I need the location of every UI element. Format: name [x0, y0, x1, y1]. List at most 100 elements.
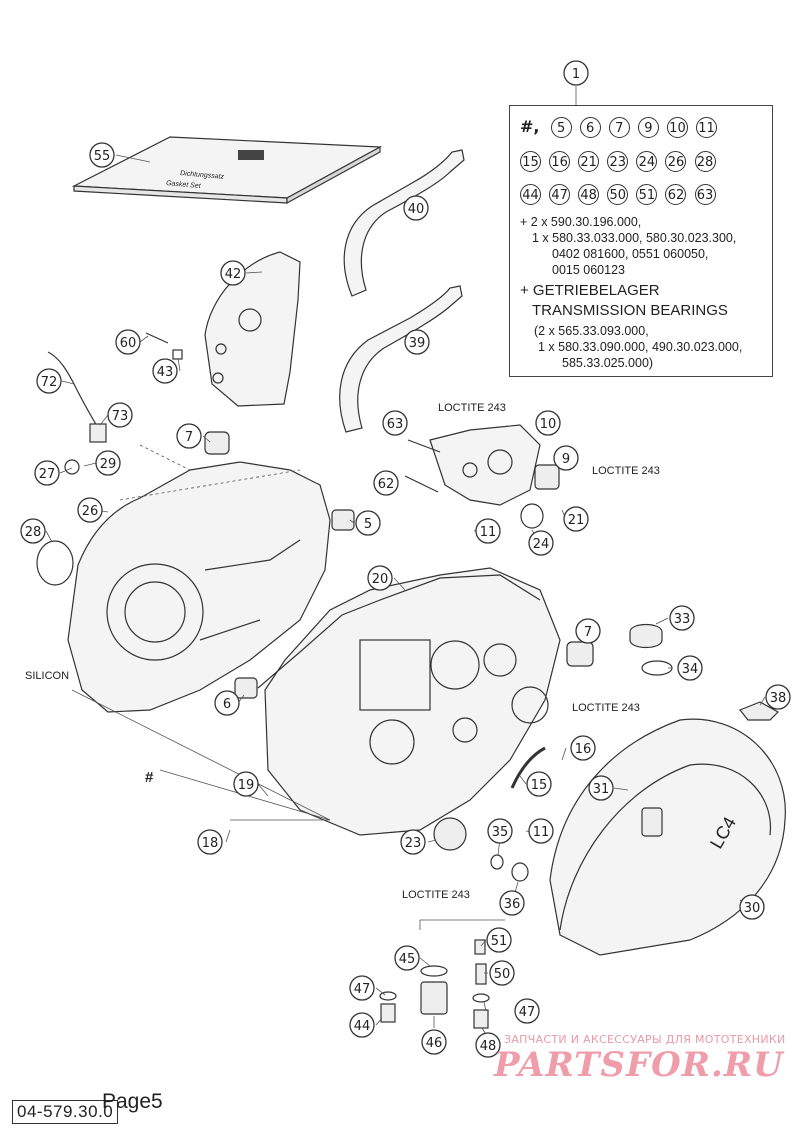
kit-row-3: 44 47 48 50 51 62 63: [520, 184, 719, 205]
svg-text:47: 47: [519, 1005, 536, 1020]
bolt-63: [407, 439, 441, 453]
dowel-43: [172, 349, 183, 360]
sensor-wire-72: [47, 351, 99, 429]
page-label: Page5: [102, 1090, 163, 1113]
callout-39: 39: [404, 329, 430, 355]
callout-63: 63: [382, 410, 408, 436]
svg-text:7: 7: [185, 430, 193, 445]
svg-text:51: 51: [491, 934, 508, 949]
svg-text:39: 39: [409, 336, 426, 351]
svg-text:1: 1: [572, 67, 580, 82]
right-crankcase-half: [264, 567, 561, 836]
kit-part-21: 21: [578, 151, 600, 172]
kit-part-15: 15: [520, 151, 541, 172]
seal-33: [629, 623, 663, 649]
kit-part-63: 63: [694, 184, 716, 205]
callout-42: 42: [220, 260, 246, 286]
kit-line-9: 585.33.025.000): [562, 356, 654, 370]
kit-contents-box: #, 5 6 7 9 10 11 15 16 21 23 24 26 28 44…: [509, 105, 773, 377]
callout-47b: 47: [514, 998, 540, 1024]
bearing-23: [433, 817, 467, 851]
kit-part-48: 48: [578, 184, 600, 205]
callout-28: 28: [20, 518, 46, 544]
svg-text:36: 36: [504, 897, 521, 912]
bearing-holder-10: [429, 424, 541, 506]
kit-part-5: 5: [550, 117, 572, 138]
svg-text:50: 50: [494, 967, 511, 982]
chain-guide-40: [343, 149, 465, 297]
callout-50: 50: [489, 960, 515, 986]
callout-31: 31: [588, 775, 614, 801]
inner-cover-42: [204, 251, 301, 407]
gasket-set-line1: Dichtungssatz: [180, 170, 225, 181]
o-ring-35: [490, 854, 504, 870]
seal-36: [511, 862, 529, 882]
callout-51: 51: [486, 927, 512, 953]
plug-27: [64, 459, 80, 475]
callout-34: 34: [677, 655, 703, 681]
bushing-6: [234, 677, 258, 699]
kit-hash: #,: [520, 117, 540, 136]
callout-27: 27: [34, 460, 60, 486]
left-crankcase-half: [67, 461, 331, 713]
kit-part-10: 10: [666, 117, 688, 138]
svg-text:21: 21: [568, 513, 585, 528]
callout-10: 10: [535, 410, 561, 436]
loctite-label-middle: LOCTITE 243: [572, 702, 640, 714]
kit-part-23: 23: [607, 151, 629, 172]
svg-text:60: 60: [120, 336, 137, 351]
kit-part-6: 6: [579, 117, 601, 138]
kit-line-6: TRANSMISSION BEARINGS: [532, 302, 728, 319]
chain-guide-39: [339, 285, 463, 433]
spring-50: [475, 963, 487, 985]
kit-part-11: 11: [696, 117, 718, 138]
svg-text:29: 29: [100, 457, 117, 472]
svg-text:72: 72: [41, 375, 58, 390]
callout-30: 30: [739, 894, 765, 920]
silicon-label: SILICON: [25, 670, 69, 682]
callout-45: 45: [394, 945, 420, 971]
callout-7: 7: [176, 423, 202, 449]
svg-text:18: 18: [202, 836, 219, 851]
piston-51: [474, 939, 486, 955]
svg-text:6: 6: [223, 697, 231, 712]
callout-26: 26: [77, 497, 103, 523]
callout-23: 23: [400, 829, 426, 855]
svg-text:26: 26: [82, 504, 99, 519]
callout-21: 21: [563, 506, 589, 532]
kit-part-16: 16: [549, 151, 571, 172]
kit-line-3: 0402 081600, 0551 060050,: [552, 247, 709, 261]
bolt-60: [145, 332, 169, 344]
svg-text:43: 43: [157, 365, 174, 380]
kit-line-7: (2 x 565.33.093.000,: [534, 324, 649, 338]
svg-text:40: 40: [408, 202, 425, 217]
svg-text:11: 11: [533, 825, 550, 840]
callout-20: 20: [367, 565, 393, 591]
watermark-brand: PARTSFOR.RU: [494, 1045, 784, 1085]
svg-text:38: 38: [770, 691, 787, 706]
callout-43: 43: [152, 358, 178, 384]
watermark-subtitle: ЗАПЧАСТИ И АКСЕССУАРЫ ДЛЯ МОТОТЕХНИКИ: [504, 1033, 786, 1046]
callout-44: 44: [349, 1012, 375, 1038]
callout-6: 6: [214, 690, 240, 716]
callout-38: 38: [765, 684, 791, 710]
svg-text:30: 30: [744, 901, 761, 916]
seal-47-left: [379, 991, 397, 1001]
kit-row-2: 15 16 21 23 24 26 28: [520, 151, 719, 172]
svg-text:19: 19: [238, 778, 255, 793]
cover-28: [36, 540, 74, 586]
loctite-label-right: LOCTITE 243: [592, 465, 660, 477]
svg-text:31: 31: [593, 782, 610, 797]
callout-19: 19: [233, 771, 259, 797]
chain-guide-15: [510, 746, 546, 789]
group-mark: #: [145, 769, 154, 786]
svg-text:27: 27: [39, 467, 56, 482]
svg-text:28: 28: [25, 525, 42, 540]
bushing-5: [331, 509, 355, 531]
svg-text:46: 46: [426, 1036, 443, 1051]
oil-screen-46: [420, 981, 448, 1015]
bearing-9: [534, 464, 560, 490]
svg-text:5: 5: [364, 517, 372, 532]
clip-38: [739, 701, 779, 721]
callout-9: 9: [553, 445, 579, 471]
